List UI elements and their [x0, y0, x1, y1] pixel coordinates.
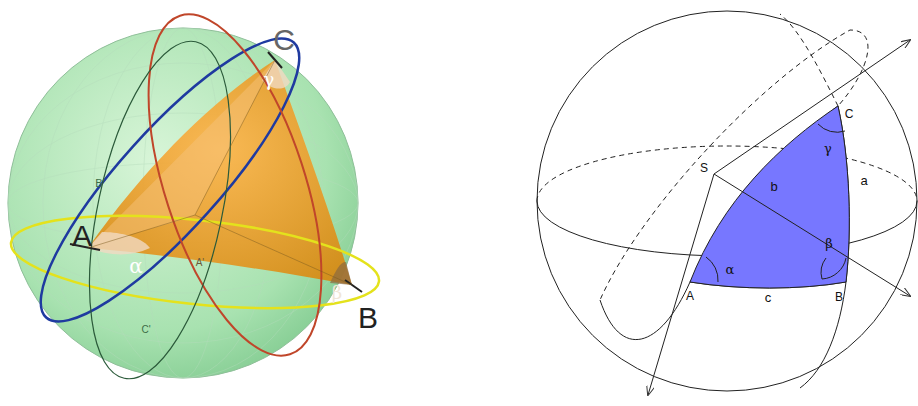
angle-label: β	[332, 284, 342, 302]
angle-label: γ	[824, 142, 832, 155]
center-label: S	[699, 162, 709, 174]
vertex-label: C	[845, 108, 854, 120]
side-label: b	[770, 180, 777, 193]
point-label: A'	[196, 258, 205, 268]
side-label: a	[860, 174, 867, 187]
vertex-label: A	[686, 290, 694, 302]
right-sphere	[537, 11, 917, 395]
left-sphere	[7, 0, 384, 391]
vertex-label: B	[358, 303, 378, 333]
vertex-label: B	[835, 291, 843, 303]
angle-label: α	[129, 256, 143, 276]
angle-label: α	[726, 263, 735, 276]
angle-label: γ	[264, 71, 275, 89]
side-label: c	[765, 291, 772, 304]
vertex-label: C	[273, 25, 295, 55]
vertex-label: A	[72, 221, 92, 251]
angle-label: β	[825, 237, 833, 250]
point-label: B'	[95, 178, 104, 189]
point-label: C'	[141, 325, 150, 335]
